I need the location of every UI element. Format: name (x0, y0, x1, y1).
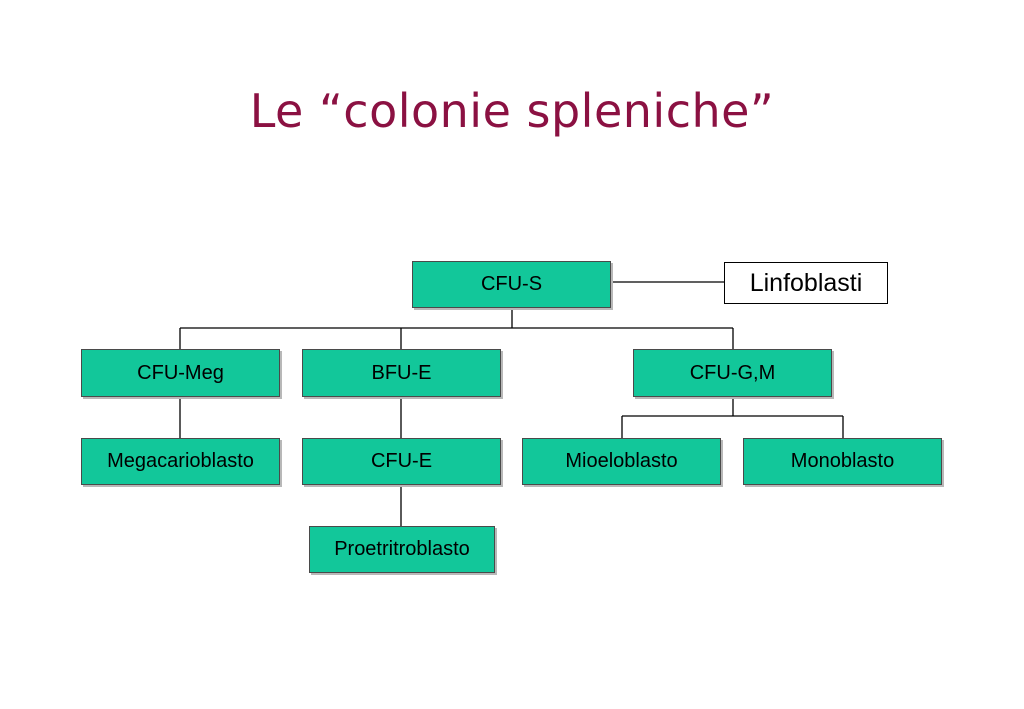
node-megacarioblasto: Megacarioblasto (81, 438, 280, 485)
node-cfu-meg-label: CFU-Meg (137, 361, 224, 384)
node-proetritroblasto-label: Proetritroblasto (334, 538, 470, 560)
node-bfu-e: BFU-E (302, 349, 501, 397)
node-bfu-e-label: BFU-E (371, 361, 432, 384)
node-cfu-e: CFU-E (302, 438, 501, 485)
node-mioeloblasto: Mioeloblasto (522, 438, 721, 485)
node-proetritroblasto: Proetritroblasto (309, 526, 495, 573)
node-megacarioblasto-label: Megacarioblasto (107, 450, 254, 472)
node-cfu-s: CFU-S (412, 261, 611, 308)
slide-title: Le “colonie spleniche” (249, 84, 775, 138)
node-mioeloblasto-label: Mioeloblasto (565, 450, 678, 472)
node-linfoblasti: Linfoblasti (724, 262, 888, 304)
node-cfu-gm-label: CFU-G,M (689, 361, 776, 384)
node-cfu-gm: CFU-G,M (633, 349, 832, 397)
node-linfoblasti-label: Linfoblasti (749, 268, 863, 297)
node-cfu-meg: CFU-Meg (81, 349, 280, 397)
node-monoblasto-label: Monoblasto (790, 450, 895, 472)
node-monoblasto: Monoblasto (743, 438, 942, 485)
node-cfu-s-label: CFU-S (480, 273, 543, 295)
node-cfu-e-label: CFU-E (370, 450, 433, 472)
